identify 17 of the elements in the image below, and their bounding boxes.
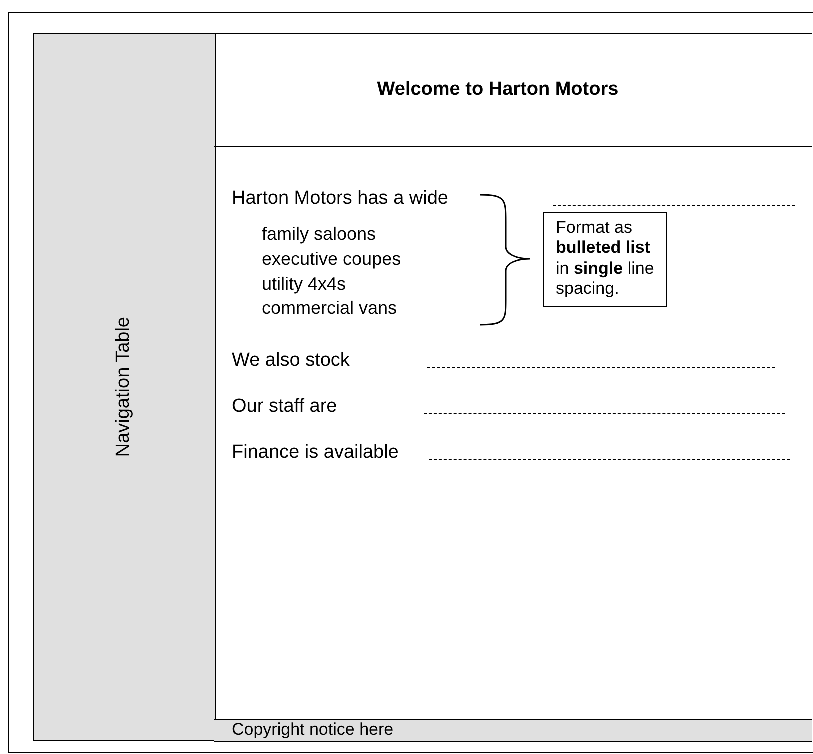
body-text: We also stock <box>232 350 350 372</box>
list-item: commercial vans <box>262 297 398 319</box>
body-text: Harton Motors has a wide <box>232 188 448 210</box>
footer-band <box>214 719 812 742</box>
note-text: Format as bulleted list in single line spacing. <box>556 218 656 300</box>
note-text: Copyright notice here <box>232 719 394 742</box>
list-item: utility 4x4s <box>262 273 346 295</box>
vertical-heading: Navigation Table <box>112 316 136 458</box>
navigation-panel <box>33 33 216 741</box>
body-text: Finance is available <box>232 442 399 464</box>
instruction-callout <box>543 212 667 307</box>
page-heading: Welcome to Harton Motors <box>377 78 619 102</box>
header-band <box>214 33 812 147</box>
list-item: family saloons <box>262 223 376 245</box>
page-frame <box>8 12 813 753</box>
list-item: executive coupes <box>262 248 402 270</box>
body-text: Our staff are <box>232 396 338 418</box>
